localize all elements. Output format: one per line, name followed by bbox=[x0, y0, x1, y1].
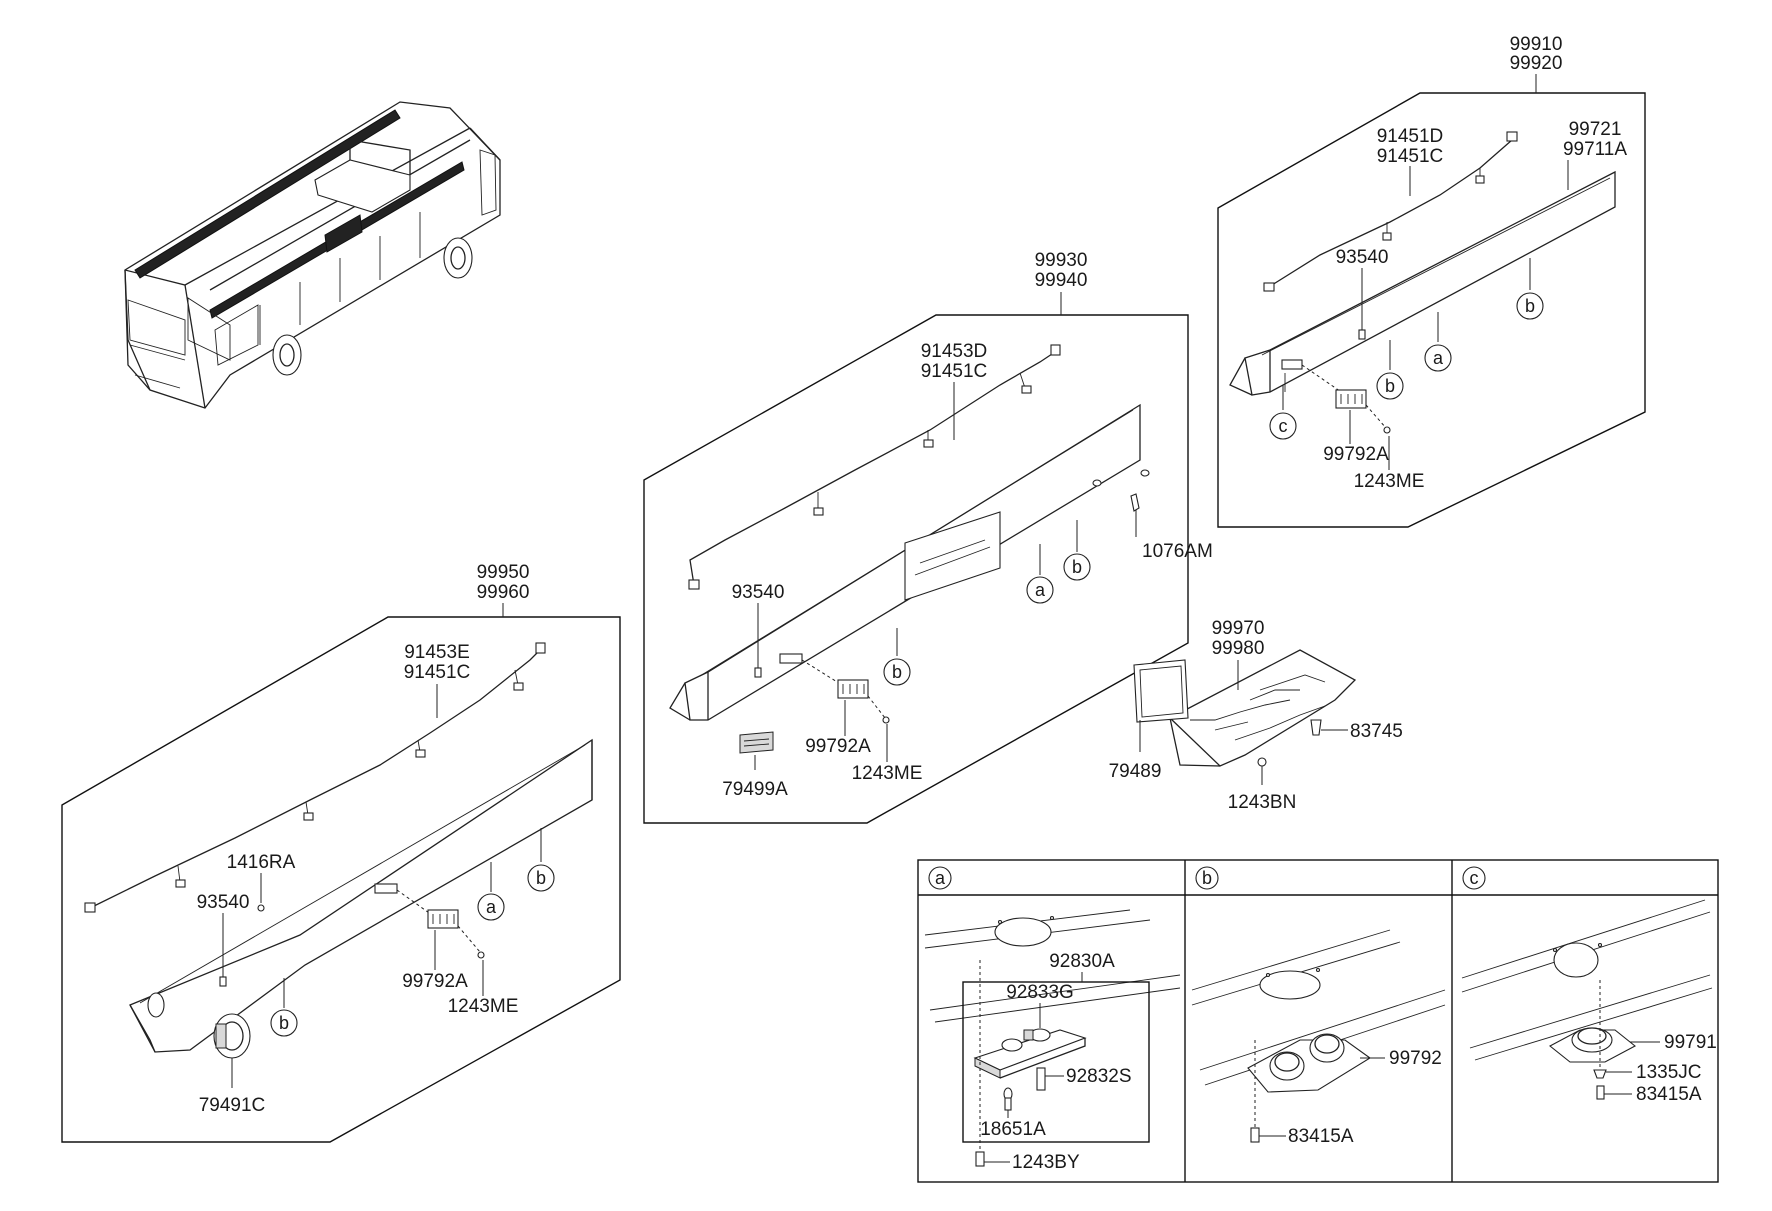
callout-b-top-1-label: b bbox=[1385, 376, 1395, 396]
callout-b-left-1 bbox=[527, 864, 555, 892]
part-99970-label: 99970 bbox=[1212, 618, 1265, 639]
callout-b-left-2 bbox=[270, 1009, 298, 1037]
callout-a-top bbox=[1424, 344, 1452, 372]
part-99980-label: 99980 bbox=[1212, 638, 1265, 659]
part-79499A-label: 79499A bbox=[722, 779, 788, 800]
part-91451C-top-label: 91451C bbox=[1377, 146, 1444, 167]
part-99930-label: 99930 bbox=[1035, 250, 1088, 271]
left-assembly-group: 99950 99960 91453E 91451C 1416RA 93540 9… bbox=[61, 562, 621, 1143]
middle-assembly-group: 99930 99940 91453D 91451C 93540 99792A bbox=[643, 250, 1213, 824]
part-1335JC-label: 1335JC bbox=[1636, 1062, 1702, 1083]
section-a-header: a bbox=[935, 868, 946, 888]
part-1076AM-label: 1076AM bbox=[1142, 541, 1213, 562]
callout-b-left-2-label: b bbox=[279, 1013, 289, 1033]
part-92832S-label: 92832S bbox=[1066, 1066, 1132, 1087]
part-91451C-middle-label: 91451C bbox=[921, 361, 988, 382]
part-99960-label: 99960 bbox=[477, 582, 530, 603]
callout-a-left bbox=[477, 893, 505, 921]
part-91453E-label: 91453E bbox=[404, 642, 470, 663]
end-cap-group: 99970 99980 79489 83745 1243BN bbox=[1109, 618, 1403, 813]
part-83415A-b-label: 83415A bbox=[1288, 1126, 1354, 1147]
bus-illustration bbox=[124, 101, 501, 409]
callout-b-middle-1 bbox=[1063, 553, 1091, 581]
part-79489-label: 79489 bbox=[1109, 761, 1162, 782]
part-99711A-label: 99711A bbox=[1563, 139, 1627, 160]
part-1243ME-middle-label: 1243ME bbox=[852, 763, 923, 784]
callout-b-middle-2-label: b bbox=[892, 662, 902, 682]
detail-section-b: b 99792 83415A bbox=[1191, 866, 1446, 1147]
detail-table: a 92830A 92833G 92832S 18651A bbox=[917, 859, 1719, 1183]
part-92830A-label: 92830A bbox=[1049, 951, 1115, 972]
part-99792A-middle-label: 99792A bbox=[805, 736, 871, 757]
callout-b-middle-2 bbox=[883, 658, 911, 686]
callout-b-top-1 bbox=[1376, 372, 1404, 400]
section-c-header: c bbox=[1470, 868, 1479, 888]
part-99792A-top-label: 99792A bbox=[1323, 444, 1389, 465]
part-93540-left-label: 93540 bbox=[197, 892, 250, 913]
part-83415A-c-label: 83415A bbox=[1636, 1084, 1702, 1105]
part-1243ME-left-label: 1243ME bbox=[448, 996, 519, 1017]
part-99791-label: 99791 bbox=[1664, 1032, 1717, 1053]
part-93540-top-label: 93540 bbox=[1336, 247, 1389, 268]
part-91451D-label: 91451D bbox=[1377, 126, 1444, 147]
part-1243ME-top-label: 1243ME bbox=[1354, 471, 1425, 492]
part-93540-middle-label: 93540 bbox=[732, 582, 785, 603]
part-92833G-label: 92833G bbox=[1006, 982, 1074, 1003]
part-99792-label: 99792 bbox=[1389, 1048, 1442, 1069]
part-79491C-label: 79491C bbox=[199, 1095, 266, 1116]
section-b-header: b bbox=[1202, 868, 1212, 888]
callout-c-top-label: c bbox=[1279, 416, 1288, 436]
callout-c-top bbox=[1269, 412, 1297, 440]
callout-b-top-2-label: b bbox=[1525, 296, 1535, 316]
part-91453D-label: 91453D bbox=[921, 341, 988, 362]
part-18651A-label: 18651A bbox=[980, 1119, 1046, 1140]
callout-a-top-label: a bbox=[1433, 348, 1444, 368]
detail-section-a: a 92830A 92833G 92832S 18651A bbox=[924, 866, 1181, 1173]
callout-b-top-2 bbox=[1516, 292, 1544, 320]
callout-a-middle-label: a bbox=[1035, 580, 1046, 600]
part-99940-label: 99940 bbox=[1035, 270, 1088, 291]
part-99721-label: 99721 bbox=[1569, 119, 1622, 140]
part-83745-label: 83745 bbox=[1350, 721, 1403, 742]
part-99920-label: 99920 bbox=[1510, 53, 1563, 74]
callout-b-middle-1-label: b bbox=[1072, 557, 1082, 577]
callout-b-left-1-label: b bbox=[536, 868, 546, 888]
top-right-assembly-group: 99910 99920 91451D 91451C 99721 99711A 9… bbox=[1217, 34, 1646, 528]
part-99910-label: 99910 bbox=[1510, 34, 1563, 55]
callout-a-left-label: a bbox=[486, 897, 497, 917]
part-1243BY-label: 1243BY bbox=[1012, 1152, 1080, 1173]
part-1243BN-label: 1243BN bbox=[1228, 792, 1297, 813]
part-1416RA-label: 1416RA bbox=[227, 852, 296, 873]
callout-a-middle bbox=[1026, 576, 1054, 604]
detail-section-c: c 99791 1335JC 83415A bbox=[1461, 866, 1717, 1105]
part-99792A-left-label: 99792A bbox=[402, 971, 468, 992]
part-99950-label: 99950 bbox=[477, 562, 530, 583]
part-91451C-left-label: 91451C bbox=[404, 662, 471, 683]
